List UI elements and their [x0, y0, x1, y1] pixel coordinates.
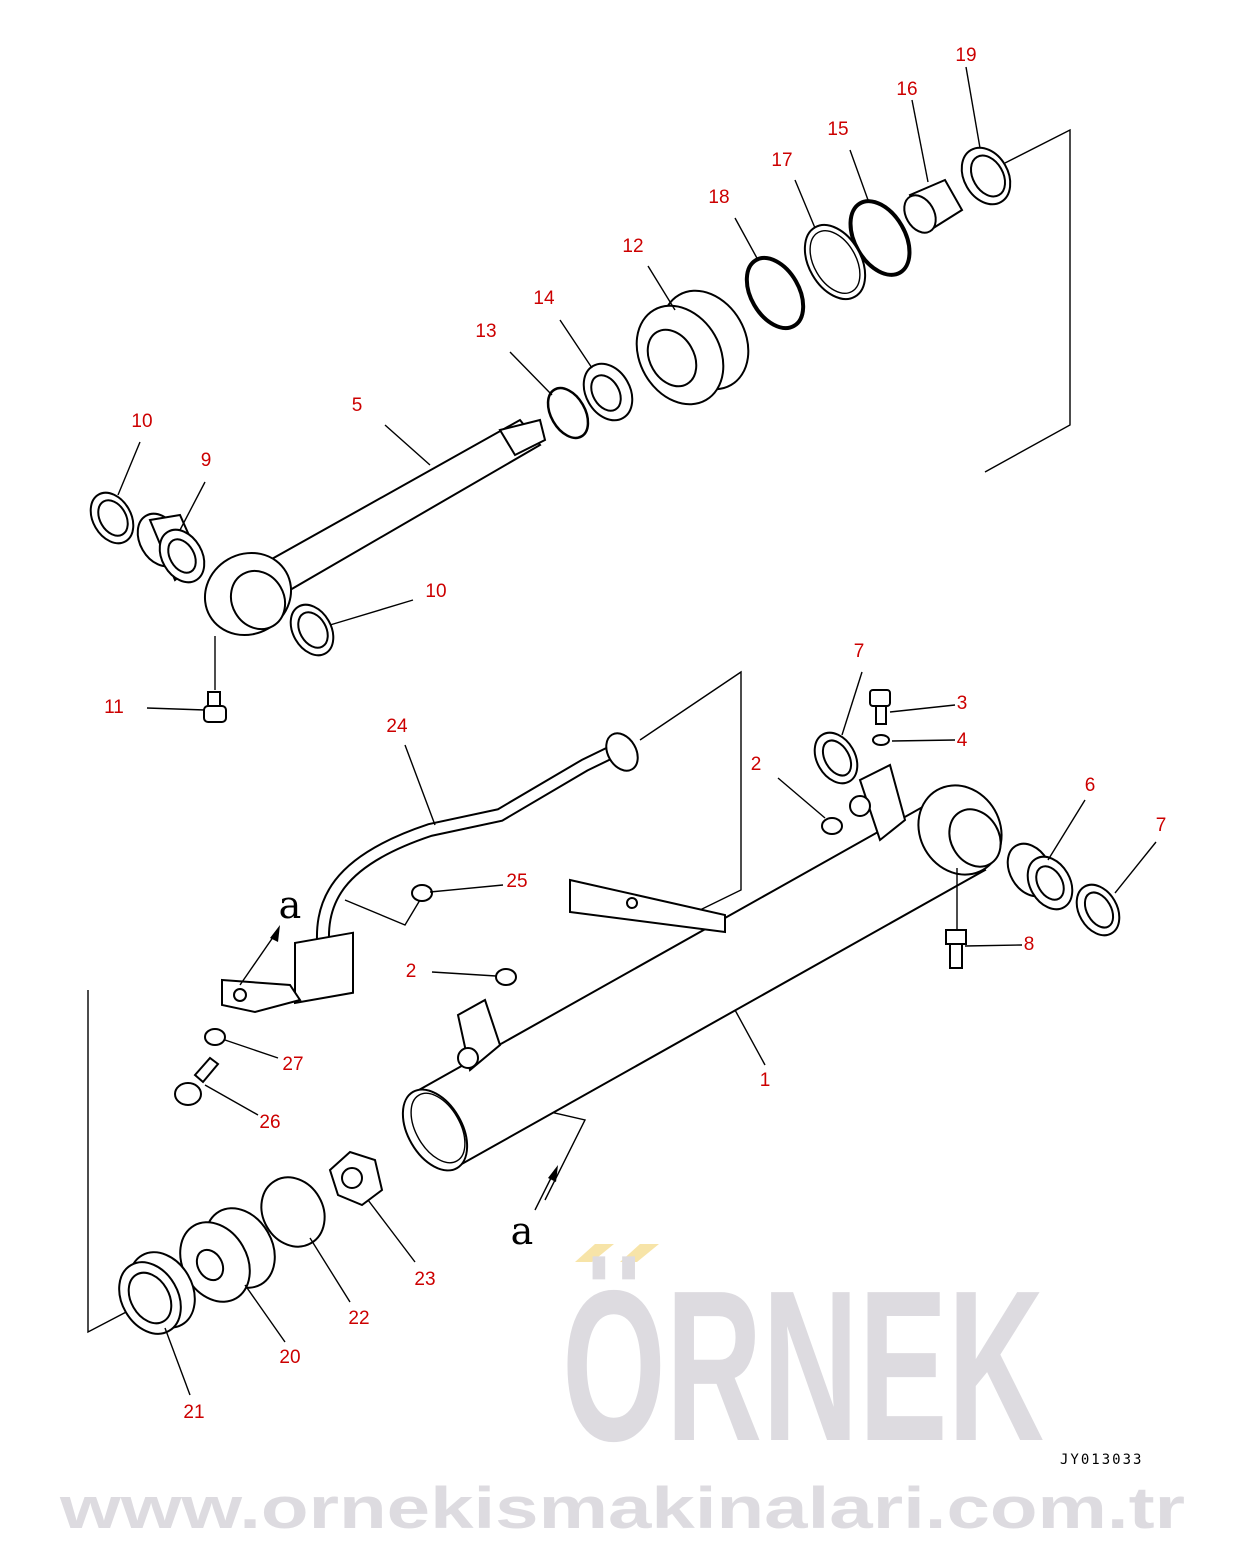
ring-19 — [960, 146, 1012, 206]
plug-25 — [411, 884, 433, 902]
part-label: 23 — [414, 1269, 435, 1290]
part-label: 10 — [131, 411, 152, 432]
grease-fitting-11 — [203, 691, 227, 723]
view-label-a-top: a — [279, 883, 302, 927]
bolt-3 — [869, 689, 891, 725]
watermark-brand: ÖRNEK — [562, 1245, 1044, 1486]
part-label: 2 — [751, 754, 762, 775]
seal-10-right — [289, 603, 335, 657]
ring-21 — [118, 1251, 196, 1335]
piston-20 — [179, 1207, 276, 1303]
port-block-top — [849, 763, 907, 842]
plate — [569, 878, 726, 934]
ring-17 — [803, 224, 867, 300]
part-label: 27 — [282, 1054, 303, 1075]
snap-ring-13 — [546, 386, 590, 440]
watermark-umlaut-right — [620, 1244, 659, 1262]
part-label: 5 — [352, 395, 363, 416]
o-ring-18 — [744, 255, 806, 331]
seal-10-left — [89, 491, 135, 545]
reference-lines — [87, 128, 1071, 1334]
ring-22 — [260, 1176, 326, 1248]
part-label: 4 — [957, 730, 968, 751]
watermark-url: www.ornekismakinalari.com.tr — [59, 1476, 1185, 1541]
watermark-umlaut-left — [575, 1244, 614, 1262]
leader-lines — [117, 66, 1157, 1396]
part-label: 10 — [425, 581, 446, 602]
part-label: 19 — [955, 45, 976, 66]
part-label: 25 — [506, 871, 527, 892]
o-ring-4 — [872, 734, 890, 746]
part-label: 9 — [201, 450, 212, 471]
part-label: 20 — [279, 1347, 300, 1368]
part-label: 14 — [533, 288, 555, 309]
cylinder-tube-1 — [401, 784, 1003, 1172]
part-label: 26 — [259, 1112, 280, 1133]
part-label: 16 — [896, 79, 917, 100]
bushing-6 — [1006, 842, 1074, 911]
grease-fitting-8 — [945, 929, 967, 969]
part-label: 21 — [183, 1402, 204, 1423]
part-label: 11 — [104, 697, 124, 718]
view-arrows: a a — [239, 883, 558, 1253]
nut-14 — [582, 362, 634, 422]
bolt-26 — [174, 1056, 220, 1106]
part-label: 2 — [406, 961, 417, 982]
part-label: 3 — [957, 693, 968, 714]
piston-12 — [635, 289, 750, 406]
part-label: 12 — [622, 236, 643, 257]
washer-27 — [204, 1028, 226, 1046]
part-label: 6 — [1085, 775, 1096, 796]
hydraulic-tube-24 — [294, 732, 639, 1005]
bushing-9 — [136, 512, 206, 584]
part-number-labels: 1916151718121413510910112473426725822712… — [104, 45, 1166, 1423]
part-label: 17 — [771, 150, 792, 171]
piston-rod-5 — [203, 418, 547, 637]
plug-2-bottom — [495, 968, 517, 986]
part-label: 18 — [708, 187, 729, 208]
part-label: 7 — [1156, 815, 1167, 836]
clamp-bracket — [221, 978, 302, 1014]
part-label: 24 — [386, 716, 408, 737]
watermark: ÖRNEK www.ornekismakinalari.com.tr — [59, 1244, 1185, 1541]
part-label: 8 — [1024, 934, 1035, 955]
part-label: 7 — [854, 641, 865, 662]
part-label: 15 — [827, 119, 848, 140]
view-label-a-bottom: a — [511, 1209, 534, 1253]
plug-2-top — [821, 817, 843, 835]
part-label: 1 — [760, 1070, 771, 1091]
nut-23 — [328, 1150, 384, 1207]
part-label: 13 — [475, 321, 496, 342]
drawing-code: JY013033 — [1060, 1452, 1143, 1468]
port-block-bottom — [456, 998, 502, 1072]
part-label: 22 — [348, 1308, 369, 1329]
bushing-16 — [903, 178, 964, 234]
seal-7-right — [1075, 883, 1121, 937]
seal-7-top — [813, 731, 859, 785]
